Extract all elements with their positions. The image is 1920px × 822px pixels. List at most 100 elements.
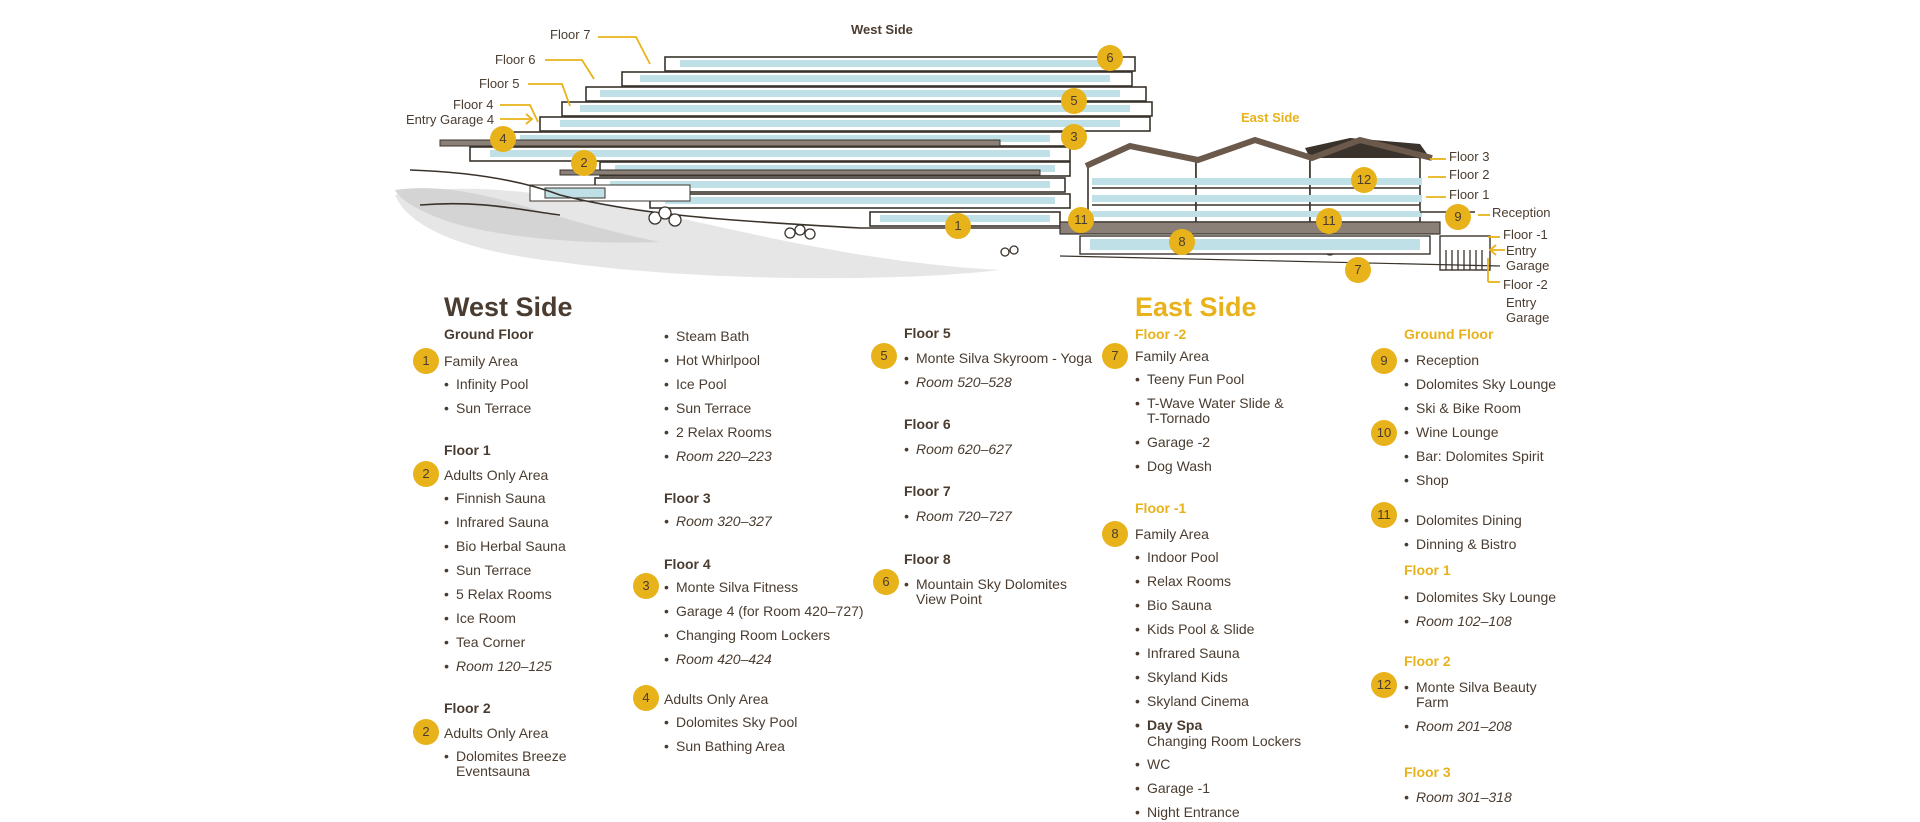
list-item: Skyland Kids (1135, 670, 1228, 686)
badge-3: 3 (633, 573, 659, 599)
list-item: 2 Relax Rooms (664, 425, 772, 441)
badge-12: 12 (1371, 672, 1397, 698)
label-east-floor-2: Floor 2 (1449, 167, 1490, 182)
list-item: Steam Bath (664, 329, 749, 345)
room-range: Room 201–208 (1404, 719, 1512, 735)
marker-11-east: 11 (1316, 208, 1342, 234)
list-item: Teeny Fun Pool (1135, 372, 1244, 388)
east-floor1-heading: Floor 1 (1404, 562, 1451, 578)
east-floorm2-heading: Floor -2 (1135, 326, 1187, 342)
list-item: Monte Silva Beauty Farm (1404, 680, 1546, 710)
list-item: Monte Silva Skyroom - Yoga (904, 351, 1092, 367)
list-item: Dolomites Sky Lounge (1404, 590, 1556, 606)
marker-3: 3 (1061, 124, 1087, 150)
label-east-floor-m1: Floor -1 (1503, 227, 1548, 242)
west-ground-area: Family Area (444, 353, 518, 369)
east-ground-heading: Ground Floor (1404, 326, 1494, 342)
marker-2: 2 (571, 150, 597, 176)
list-item: Reception (1404, 353, 1479, 369)
room-range: Room 102–108 (1404, 614, 1512, 630)
list-item: Bar: Dolomites Spirit (1404, 449, 1544, 465)
badge-7: 7 (1102, 343, 1128, 369)
list-item: Infrared Sauna (444, 515, 549, 531)
ground-shadow (395, 188, 1000, 279)
west-ground-heading: Ground Floor (444, 326, 534, 342)
east-floor3-heading: Floor 3 (1404, 764, 1451, 780)
badge-10: 10 (1371, 420, 1397, 446)
list-item: Garage -1 (1135, 781, 1210, 797)
list-item: Shop (1404, 473, 1449, 489)
west-floor4-area2: Adults Only Area (664, 691, 769, 707)
badge-9: 9 (1371, 348, 1397, 374)
marker-4: 4 (490, 126, 516, 152)
label-entry-garage-upper: Entry Garage (1506, 243, 1550, 273)
badge-1: 1 (413, 348, 439, 374)
list-item: Bio Herbal Sauna (444, 539, 566, 555)
west-floor2-heading: Floor 2 (444, 700, 491, 716)
label-east-floor-1: Floor 1 (1449, 187, 1490, 202)
badge-5: 5 (871, 343, 897, 369)
badge-8: 8 (1102, 521, 1128, 547)
badge-2-floor2: 2 (413, 719, 439, 745)
list-item: Ice Room (444, 611, 516, 627)
day-spa-sub: Changing Room Lockers (1147, 733, 1302, 749)
west-leader-lines (500, 36, 651, 123)
list-item: Sun Terrace (444, 563, 531, 579)
west-floor2-area: Adults Only Area (444, 725, 549, 741)
west-side-title: West Side (444, 292, 573, 322)
label-floor-6: Floor 6 (495, 52, 536, 67)
room-range: Room 720–727 (904, 509, 1012, 525)
room-range: Room 301–318 (1404, 790, 1512, 806)
list-item: Dinning & Bistro (1404, 537, 1516, 553)
list-item: Finnish Sauna (444, 491, 546, 507)
list-item: Ice Pool (664, 377, 727, 393)
list-item: Relax Rooms (1135, 574, 1231, 590)
badge-11: 11 (1371, 502, 1397, 528)
east-building (1059, 136, 1501, 271)
east-floorm1-area: Family Area (1135, 526, 1209, 542)
room-range: Room 420–424 (664, 652, 772, 668)
east-floor2-heading: Floor 2 (1404, 653, 1451, 669)
list-item: Dolomites Dining (1404, 513, 1522, 529)
east-floorm1-heading: Floor -1 (1135, 500, 1187, 516)
room-range: Room 120–125 (444, 659, 552, 675)
marker-11-west: 11 (1068, 207, 1094, 233)
list-item: Ski & Bike Room (1404, 401, 1521, 417)
west-floor7-heading: Floor 7 (904, 483, 951, 499)
west-floor8-heading: Floor 8 (904, 551, 951, 567)
list-item: Hot Whirlpool (664, 353, 760, 369)
east-floorm2-area: Family Area (1135, 348, 1209, 364)
list-item: Garage -2 (1135, 435, 1210, 451)
list-item: Night Entrance (1135, 805, 1240, 821)
list-item: Skyland Cinema (1135, 694, 1249, 710)
building-illustration (395, 36, 1505, 283)
west-floor3-heading: Floor 3 (664, 490, 711, 506)
west-floor4-heading: Floor 4 (664, 556, 711, 572)
label-reception: Reception (1492, 205, 1551, 220)
marker-1: 1 (945, 213, 971, 239)
list-item: Garage 4 (for Room 420–727) (664, 604, 864, 620)
east-leader-lines (1426, 158, 1500, 283)
west-floor1-heading: Floor 1 (444, 442, 491, 458)
list-item: Mountain Sky Dolomites View Point (904, 577, 1076, 607)
list-item: Sun Bathing Area (664, 739, 785, 755)
list-item: Sun Terrace (664, 401, 751, 417)
label-entry-garage-4: Entry Garage 4 (406, 112, 495, 127)
west-floor1-area: Adults Only Area (444, 467, 549, 483)
list-item-day-spa: Day Spa (1135, 718, 1202, 734)
marker-7: 7 (1345, 257, 1371, 283)
list-item: Tea Corner (444, 635, 525, 651)
marker-6: 6 (1097, 45, 1123, 71)
marker-8: 8 (1169, 229, 1195, 255)
label-entry-garage-lower: Entry Garage (1506, 295, 1550, 325)
room-range: Room 320–327 (664, 514, 772, 530)
list-item: T-Wave Water Slide & T-Tornado (1135, 396, 1287, 426)
list-item: Infinity Pool (444, 377, 528, 393)
label-east-floor-m2: Floor -2 (1503, 277, 1548, 292)
label-floor-4: Floor 4 (453, 97, 494, 112)
badge-4: 4 (633, 685, 659, 711)
list-item: Indoor Pool (1135, 550, 1219, 566)
west-floor5-heading: Floor 5 (904, 325, 951, 341)
list-item: Dog Wash (1135, 459, 1212, 475)
